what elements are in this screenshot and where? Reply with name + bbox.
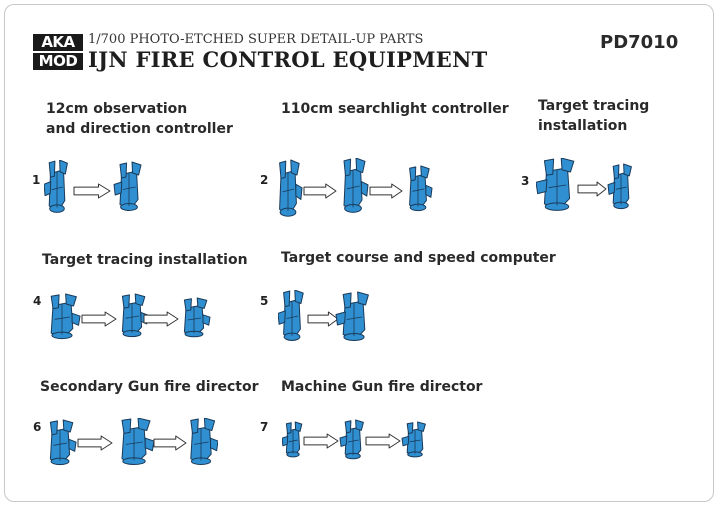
photo-etched-part-icon xyxy=(343,157,369,213)
section-title-line: installation xyxy=(538,118,628,134)
assembly-figure-3 xyxy=(535,157,636,216)
assembly-arrow-icon xyxy=(577,181,607,197)
photo-etched-part-icon xyxy=(49,419,77,466)
photo-etched-part-icon xyxy=(50,293,81,340)
photo-etched-part-icon xyxy=(607,163,632,210)
section-title-line: 110cm searchlight controller xyxy=(281,101,509,117)
logo-text-bottom: MOD xyxy=(33,53,83,70)
page-frame xyxy=(4,4,714,502)
assembly-arrow-icon xyxy=(73,183,111,199)
assembly-figure-7 xyxy=(281,418,432,462)
brand-logo: AKA MOD xyxy=(33,34,83,70)
assembly-figure-2 xyxy=(274,157,434,222)
assembly-diagram xyxy=(281,419,426,460)
assembly-arrow-icon xyxy=(369,183,403,199)
assembly-arrow-icon xyxy=(303,183,337,199)
photo-etched-part-icon xyxy=(535,157,575,211)
product-code: PD7010 xyxy=(600,32,679,53)
section-title-7: Machine Gun fire director xyxy=(281,377,482,397)
section-title-line: Machine Gun fire director xyxy=(281,379,483,395)
photo-etched-part-icon xyxy=(279,159,303,217)
logo-text-top: AKA xyxy=(33,34,83,51)
photo-etched-part-icon xyxy=(277,289,304,341)
assembly-arrow-icon xyxy=(81,311,117,327)
section-title-line: Target tracing xyxy=(538,98,650,114)
assembly-arrow-icon xyxy=(307,311,339,327)
section-title-2: 110cm searchlight controller xyxy=(281,99,509,119)
photo-etched-part-icon xyxy=(121,417,155,466)
step-number-5: 5 xyxy=(260,294,269,308)
assembly-figure-1 xyxy=(43,159,154,220)
assembly-arrow-icon xyxy=(77,435,113,451)
section-title-1: 12cm observation and direction controlle… xyxy=(46,99,233,139)
section-title-3: Target tracing installation xyxy=(538,96,649,136)
photo-etched-part-icon xyxy=(190,417,219,466)
assembly-arrow-icon xyxy=(153,435,187,451)
step-number-3: 3 xyxy=(521,174,530,188)
step-number-1: 1 xyxy=(32,173,41,187)
assembly-arrow-icon xyxy=(303,433,339,449)
header-subtitle: 1/700 PHOTO-ETCHED SUPER DETAIL-UP PARTS xyxy=(88,32,424,47)
step-number-2: 2 xyxy=(260,173,269,187)
section-title-line: Target tracing installation xyxy=(42,252,248,268)
section-title-line: Target course and speed computer xyxy=(281,250,556,266)
assembly-diagram xyxy=(50,293,211,340)
section-title-5: Target course and speed computer xyxy=(281,248,556,268)
assembly-diagram xyxy=(43,159,142,213)
assembly-figure-4 xyxy=(44,292,214,342)
step-number-4: 4 xyxy=(33,294,42,308)
assembly-figure-6 xyxy=(44,417,219,468)
assembly-arrow-icon xyxy=(143,311,179,327)
assembly-arrow-icon xyxy=(365,433,401,449)
page-title: IJN FIRE CONTROL EQUIPMENT xyxy=(88,47,488,72)
photo-etched-part-icon xyxy=(335,291,369,341)
photo-etched-part-icon xyxy=(113,161,142,211)
assembly-diagram xyxy=(277,289,369,341)
step-number-6: 6 xyxy=(33,420,42,434)
assembly-diagram xyxy=(279,157,433,217)
section-title-6: Secondary Gun fire director xyxy=(40,377,259,397)
photo-etched-part-icon xyxy=(401,421,426,458)
photo-etched-part-icon xyxy=(183,297,211,338)
photo-etched-part-icon xyxy=(409,165,433,212)
section-title-4: Target tracing installation xyxy=(42,250,248,270)
section-title-line: Secondary Gun fire director xyxy=(40,379,259,395)
section-title-line: and direction controller xyxy=(46,121,233,137)
section-title-line: 12cm observation xyxy=(46,101,188,117)
assembly-figure-5 xyxy=(277,289,378,344)
assembly-diagram xyxy=(49,417,219,466)
photo-etched-part-icon xyxy=(339,419,364,460)
photo-etched-part-icon xyxy=(281,421,303,458)
photo-etched-part-icon xyxy=(43,159,68,213)
assembly-diagram xyxy=(535,157,632,211)
step-number-7: 7 xyxy=(260,420,269,434)
